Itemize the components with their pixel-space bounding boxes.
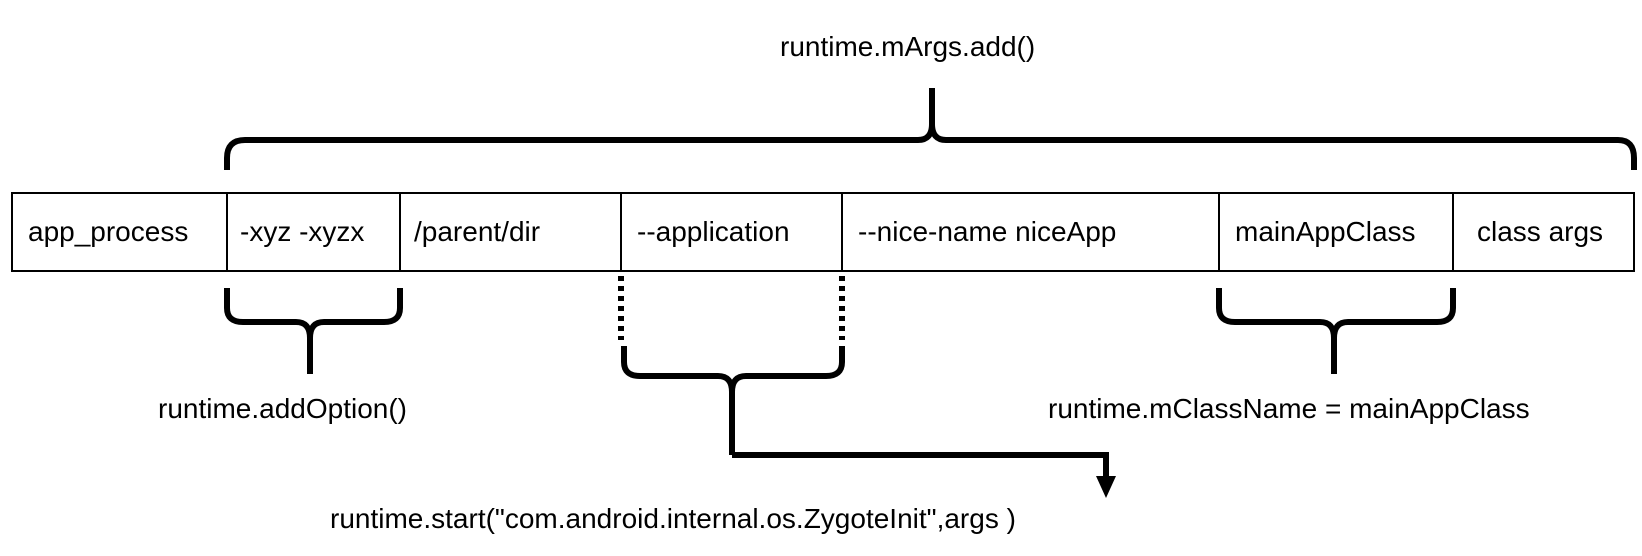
cell-nice-name: --nice-name niceApp [858, 216, 1117, 247]
cell-main-app-class: mainAppClass [1235, 216, 1416, 247]
start-arrow-line [732, 452, 1109, 478]
add-option-brace [224, 288, 403, 374]
margs-brace [224, 88, 1637, 170]
cell-options: -xyz -xyzx [240, 216, 365, 247]
application-brace [621, 346, 845, 455]
cell-class-args: class args [1477, 216, 1604, 247]
add-option-label: runtime.addOption() [158, 393, 408, 424]
start-arrow-head [1096, 476, 1116, 498]
class-name-brace [1216, 288, 1456, 374]
args-table [11, 192, 1635, 272]
cell-app-process: app_process [28, 216, 189, 247]
class-name-label: runtime.mClassName = mainAppClass [1048, 393, 1530, 424]
start-label: runtime.start("com.android.internal.os.Z… [330, 503, 1016, 534]
args-table-border [11, 192, 1635, 272]
margs-add-label: runtime.mArgs.add() [780, 31, 1036, 62]
cell-parent-dir: /parent/dir [414, 216, 541, 247]
cell-application: --application [637, 216, 790, 247]
